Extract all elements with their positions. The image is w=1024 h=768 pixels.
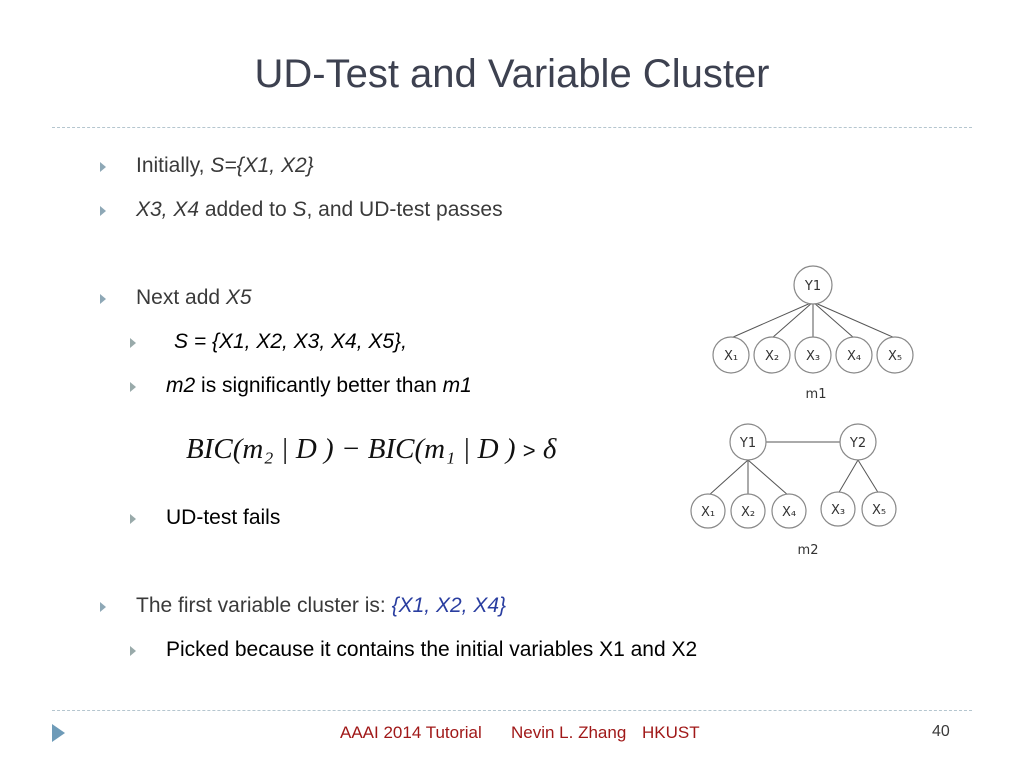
sub-bullet-arrow-icon [130,382,136,392]
footer-org: HKUST [642,723,700,742]
svg-text:X₃: X₃ [831,503,845,518]
node-x5: X₅ [876,336,914,374]
bullet-text: The first variable cluster is: [136,594,392,617]
m2-caption: m2 [798,543,819,558]
svg-text:X₃: X₃ [806,349,820,364]
model-m1-diagram: Y1 X₁ X₂ X₃ X₄ X₅ m1 [712,265,914,402]
node-y1: Y1 [729,423,767,461]
footer-author: Nevin L. Zhang [511,723,627,742]
svg-text:X₂: X₂ [741,505,755,520]
node-x2: X₂ [730,493,766,529]
node-x2: X₂ [753,336,791,374]
bullet-arrow-icon [100,162,106,172]
model-name: m2 [166,374,196,397]
cluster-set: {X1, X2, X4} [391,594,507,617]
sub-bullet-m2-better: m2 is significantly better than m1 [166,374,472,398]
svg-text:X₄: X₄ [782,505,796,520]
bottom-divider [52,710,972,711]
node-x4: X₄ [771,493,807,529]
model-m2-diagram: Y1 Y2 X₁ X₂ X₄ X₃ X₅ m2 [690,423,897,558]
sub-bullet-arrow-icon [130,514,136,524]
svg-text:Y1: Y1 [804,279,821,294]
sub-bullet-arrow-icon [130,338,136,348]
set-symbol: S [292,198,307,221]
sub-bullet-picked: Picked because it contains the initial v… [166,638,698,661]
node-y2: Y2 [839,423,877,461]
page-number: 40 [932,723,950,740]
variables: X3, X4 [136,198,200,221]
node-x1: X₁ [712,336,750,374]
svg-text:X₁: X₁ [724,349,738,364]
bullet-text: added to [199,198,293,221]
sub-bullet-arrow-icon [130,646,136,656]
bic-formula: BIC(m₂ | D ) − BIC(m₁ | D ) > δ [186,433,556,466]
node-y1: Y1 [793,265,833,305]
svg-text:X₂: X₂ [765,349,779,364]
bullet-initially: Initially, S={X1, X2} [136,154,314,178]
footer-event: AAAI 2014 Tutorial [340,723,482,742]
svg-text:X₄: X₄ [847,349,861,364]
bullet-next-add: Next add X5 [136,286,252,310]
slide-title: UD-Test and Variable Cluster [254,52,770,96]
m1-caption: m1 [806,387,827,402]
bullet-arrow-icon [100,602,106,612]
formula-rhs: δ [542,433,557,465]
svg-text:X₅: X₅ [888,349,902,364]
bullet-text: , and UD-test passes [306,198,503,221]
svg-text:X₁: X₁ [701,505,715,520]
model-name: m1 [442,374,472,397]
node-x3: X₃ [794,336,832,374]
svg-text:Y2: Y2 [849,436,866,451]
bullet-x3x4-added: X3, X4 added to S, and UD-test passes [136,198,503,222]
bullet-arrow-icon [100,294,106,304]
bullet-arrow-icon [100,206,106,216]
sub-bullet-set: S = {X1, X2, X3, X4, X5}, [174,330,407,353]
formula-operator: > [522,438,536,463]
node-x4: X₄ [835,336,873,374]
variable: X5 [225,286,252,309]
svg-text:Y1: Y1 [739,436,756,451]
node-x5: X₅ [861,491,897,527]
set-expression: S={X1, X2} [210,154,314,177]
bullet-first-cluster: The first variable cluster is: {X1, X2, … [136,594,506,618]
top-divider [52,127,972,128]
formula-lhs: BIC(m₂ | D ) − BIC(m₁ | D ) [186,433,516,465]
bullet-text: Initially, [136,154,211,177]
sub-bullet-ud-fails: UD-test fails [166,506,281,529]
svg-text:X₅: X₅ [872,503,886,518]
node-x1: X₁ [690,493,726,529]
play-icon [52,724,65,742]
bullet-text: Next add [136,286,226,309]
bullet-text: is significantly better than [195,374,443,397]
node-x3: X₃ [820,491,856,527]
